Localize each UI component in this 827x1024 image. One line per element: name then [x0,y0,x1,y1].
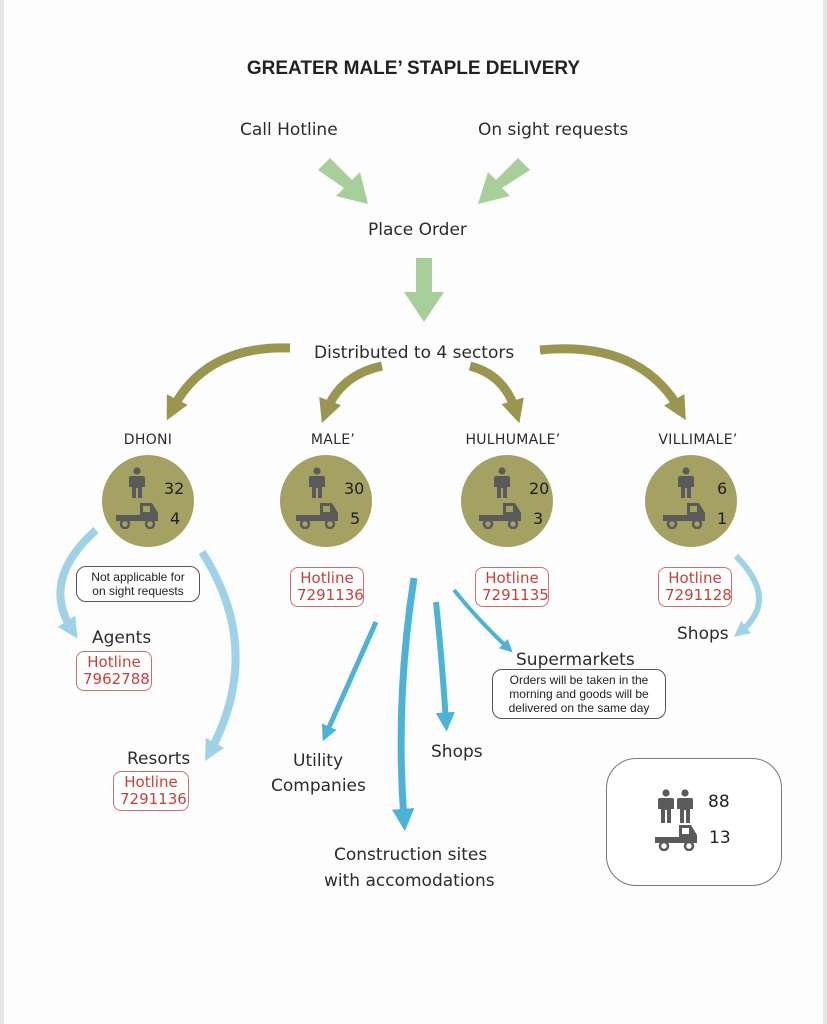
hotline-badge-resorts: Hotline 7291136 [113,771,189,811]
shops-male-label: Shops [431,742,483,762]
truck-icon [116,503,158,529]
truck-icon [479,503,521,529]
arrow-to-dhoni [166,343,291,421]
hotline-label: Hotline [87,653,141,671]
note-line: delivered on the same day [508,701,650,715]
arrow-to-hulhumale [468,361,524,424]
arrow-call-hotline-to-order [318,158,368,204]
sector-name-hulhumale: HULHUMALE’ [465,432,561,448]
distributed-label: Distributed to 4 sectors [314,343,515,363]
utility-label-line2: Companies [271,776,366,796]
note-line: morning and goods will be [509,687,649,701]
call-hotline-label: Call Hotline [240,120,338,140]
hotline-label: Hotline [485,569,539,587]
summary-box: 88 13 [606,758,782,886]
arrow-on-sight-to-order [478,158,530,204]
sector-circle-hulhumale: 20 3 [461,455,553,547]
arrow-to-villimale [539,344,686,421]
hotline-badge-agents: Hotline 7962788 [76,651,152,691]
arrow-villimale-to-shops [733,553,763,637]
arrow-to-utility [321,620,379,742]
utility-label-line1: Utility [293,751,344,771]
note-line: on sight requests [92,584,184,598]
person-icon [678,467,694,498]
people-count: 6 [717,479,728,498]
arrow-to-shops-male [433,601,455,732]
page-title: GREATER MALE’ STAPLE DELIVERY [246,58,581,79]
sector-name-dhoni: DHONI [123,432,173,448]
on-sight-requests-label: On sight requests [478,120,629,140]
hotline-badge-villimale: Hotline 7291128 [658,567,732,607]
hotline-number: 7291136 [297,586,364,604]
supermarkets-note: Orders will be taken in the morning and … [492,669,666,719]
truck-icon [663,503,705,529]
truck-icon [296,503,338,529]
hotline-number: 7291128 [665,586,732,604]
place-order-label: Place Order [368,220,467,240]
truck-icon [655,825,697,851]
sector-circle-male: 30 5 [280,455,372,547]
hotline-number: 7291135 [482,586,549,604]
dhoni-note: Not applicable for on sight requests [76,566,200,602]
person-icon [309,467,325,498]
hotline-number: 7291136 [120,790,187,808]
page-edge-right [823,0,827,1024]
arrow-order-to-distribute [404,258,444,322]
arrow-to-supermarkets [452,588,513,653]
truck-count: 3 [533,509,544,528]
truck-count: 1 [717,509,728,528]
hotline-label: Hotline [668,569,722,587]
arrow-to-male [319,361,384,423]
arrow-dhoni-to-resorts [198,549,240,762]
person-icon [494,467,510,498]
people-count: 30 [344,479,365,498]
page-edge-left [0,0,4,1024]
sector-circle-dhoni: 32 4 [102,455,194,547]
sector-name-male: MALE’ [310,432,356,448]
sector-name-villimale: VILLIMALE’ [658,432,738,448]
people-count: 20 [529,479,550,498]
supermarkets-label: Supermarkets [516,650,635,670]
construction-label-line1: Construction sites [334,845,488,865]
hotline-badge-male: Hotline 7291136 [290,567,364,607]
truck-count: 4 [170,509,181,528]
trucks-total: 13 [709,828,731,848]
note-line: Not applicable for [91,570,185,584]
arrow-to-construction [391,577,418,832]
shops-villimale-label: Shops [677,624,729,644]
sector-circle-villimale: 6 1 [645,455,737,547]
hotline-label: Hotline [124,773,178,791]
two-people-icon [658,789,693,823]
arrow-dhoni-to-agents [56,527,99,639]
hotline-badge-hulhumale: Hotline 7291135 [475,567,549,607]
construction-label-line2: with accomodations [324,871,495,891]
resorts-label: Resorts [127,749,191,769]
note-line: Orders will be taken in the [509,673,649,687]
people-count: 32 [164,479,185,498]
hotline-label: Hotline [300,569,354,587]
agents-label: Agents [92,628,152,648]
truck-count: 5 [350,509,361,528]
people-total: 88 [708,792,730,812]
hotline-number: 7962788 [83,670,150,688]
person-icon [129,467,145,498]
